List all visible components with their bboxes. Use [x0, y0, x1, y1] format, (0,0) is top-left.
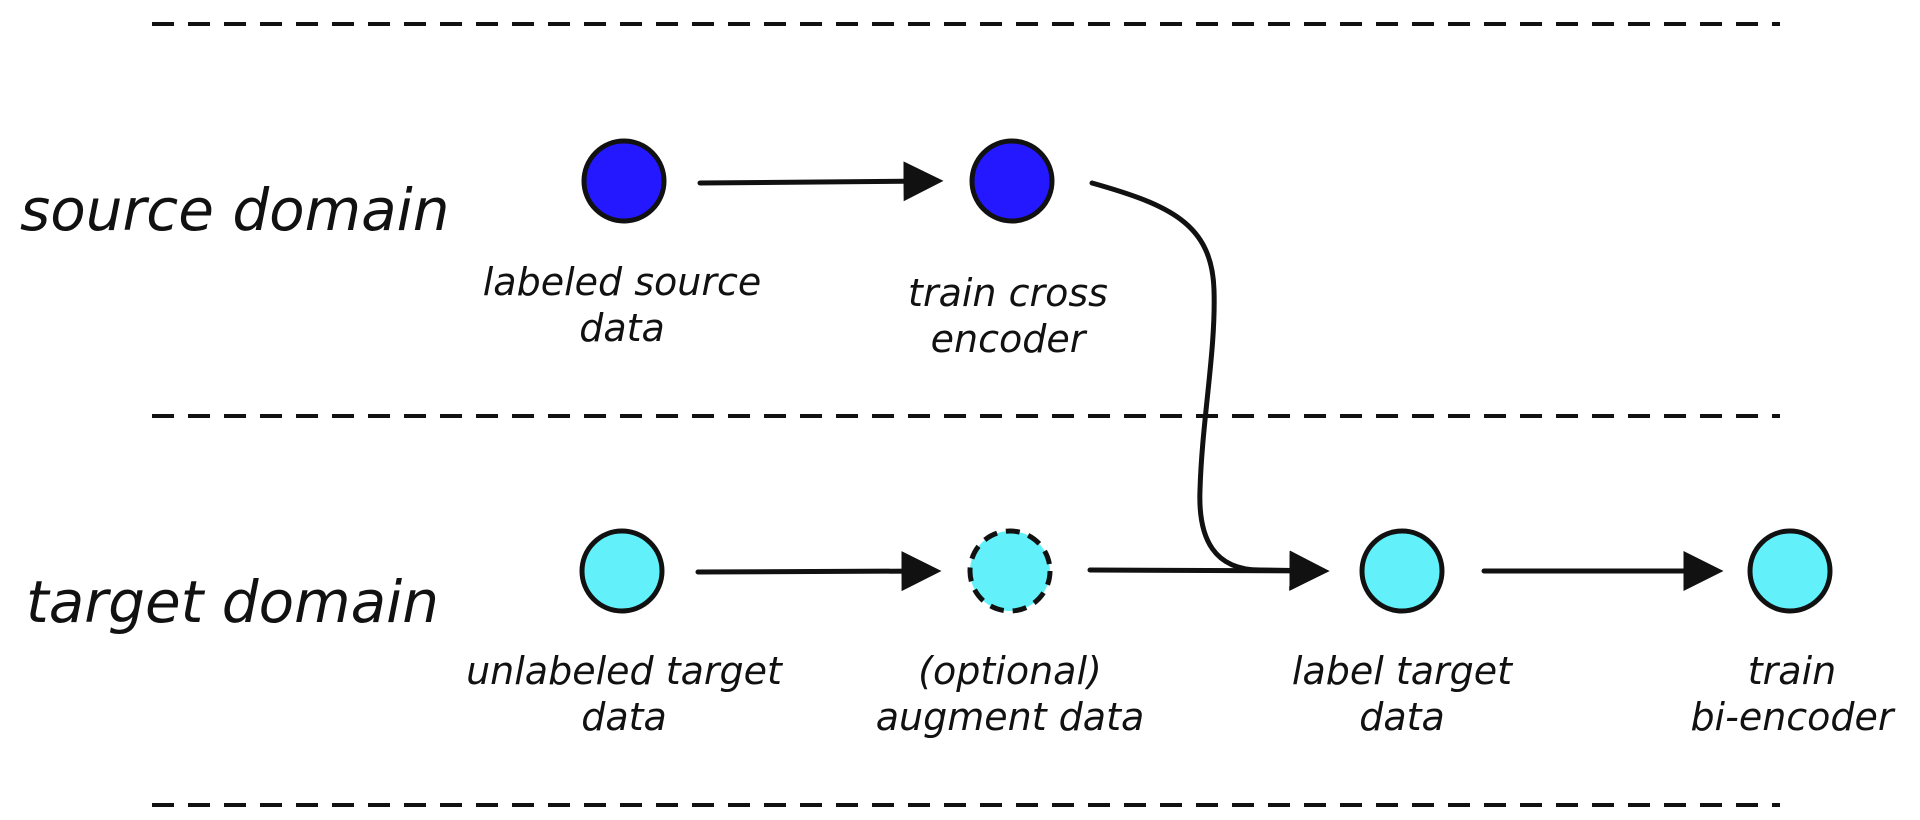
node-train-cross-encoder [969, 138, 1055, 224]
label-augment-line1: (optional) [918, 649, 1102, 693]
arrow-augment-to-label-target [1087, 550, 1330, 591]
node-augment-data-optional [967, 528, 1053, 614]
arrow-unlabeled-target-to-augment [695, 551, 942, 592]
label-label-target-line1: label target [1292, 649, 1514, 693]
label-train-bi-line1: train [1748, 649, 1836, 693]
label-train-cross-line2: encoder [931, 317, 1088, 361]
label-unlabeled-target-line2: data [581, 695, 667, 739]
node-labeled-source-data [581, 138, 667, 224]
label-unlabeled-target-line1: unlabeled target [466, 649, 784, 693]
label-label-target-line2: data [1359, 695, 1445, 739]
label-augment-line2: augment data [876, 695, 1145, 739]
label-train-cross-line1: train cross [908, 271, 1108, 315]
node-label-target-data [1359, 528, 1445, 614]
label-labeled-source-line2: data [579, 306, 665, 350]
node-train-bi-encoder [1747, 528, 1833, 614]
label-labeled-source-line1: labeled source [483, 260, 762, 304]
label-train-bi-line2: bi-encoder [1690, 695, 1895, 739]
source-domain-label: source domain [20, 176, 450, 244]
node-unlabeled-target-data [579, 528, 665, 614]
arrow-labeled-source-to-train-cross [697, 161, 944, 202]
arrow-train-cross-to-label-target [1089, 180, 1330, 591]
target-domain-label: target domain [26, 568, 439, 636]
